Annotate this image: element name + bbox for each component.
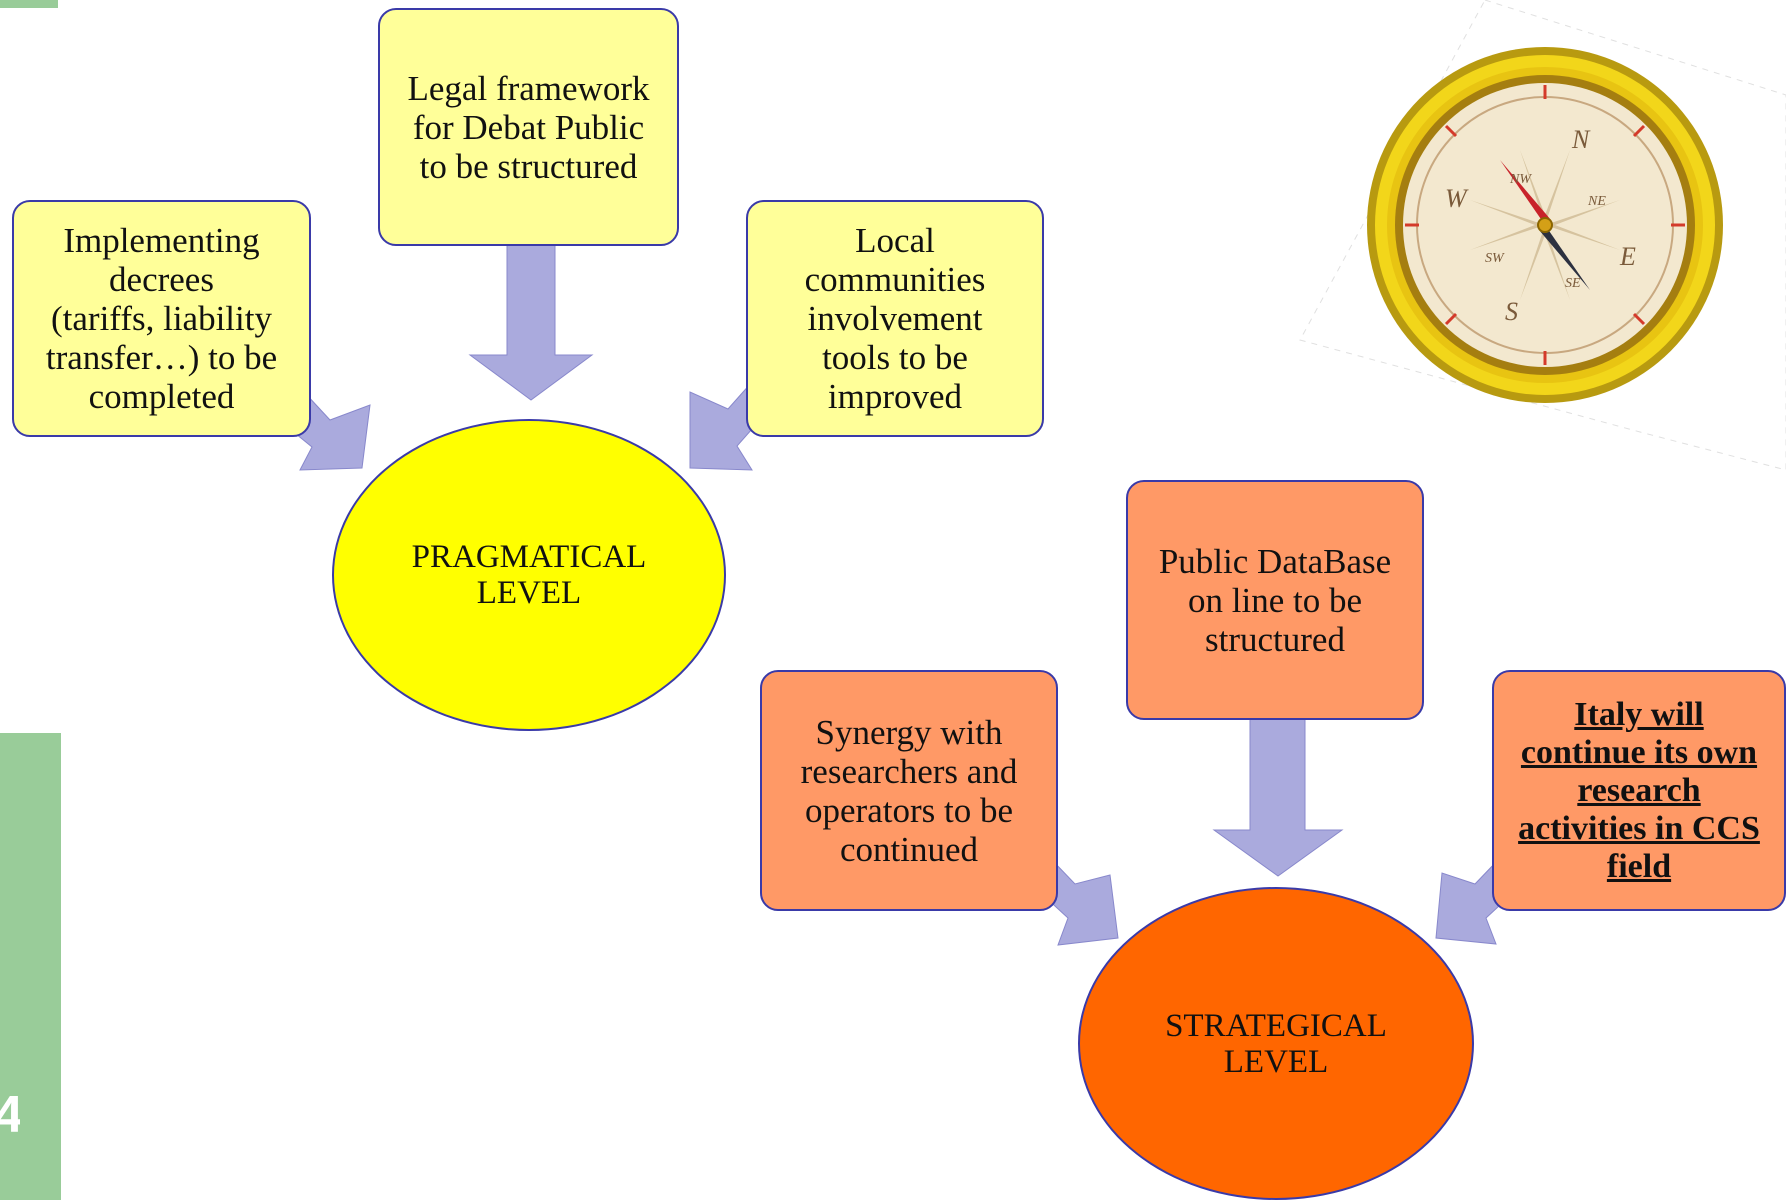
top-green-bar: [0, 0, 58, 8]
arrow-database-to-strategical: [1212, 717, 1344, 877]
box-legal-framework-label: Legal framework for Debat Public to be s…: [407, 68, 650, 186]
box-italy-research-label: Italy will continue its own research act…: [1518, 695, 1760, 885]
box-local-communities-label: Local communities involvement tools to b…: [804, 221, 986, 416]
strategical-level-ellipse: STRATEGICAL LEVEL: [1078, 887, 1474, 1200]
side-green-bar: [0, 733, 61, 1200]
box-synergy-label: Synergy with researchers and operators t…: [800, 712, 1018, 869]
slide-number: 4: [0, 1086, 20, 1144]
svg-text:NE: NE: [1587, 194, 1606, 209]
svg-text:S: S: [1505, 297, 1518, 326]
svg-text:W: W: [1445, 184, 1469, 213]
box-implementing-decrees: Implementing decrees (tariffs, liability…: [12, 200, 311, 437]
strategical-level-label: STRATEGICAL LEVEL: [1165, 1007, 1387, 1080]
compass-labels: N E S W NE NW SE SW: [1445, 125, 1636, 326]
pragmatical-level-label: PRAGMATICAL LEVEL: [411, 539, 647, 611]
svg-text:NW: NW: [1509, 172, 1532, 187]
svg-text:N: N: [1571, 125, 1591, 154]
box-italy-research: Italy will continue its own research act…: [1492, 670, 1786, 911]
box-public-database: Public DataBase on line to be structured: [1126, 480, 1424, 720]
box-synergy: Synergy with researchers and operators t…: [760, 670, 1058, 911]
svg-text:SE: SE: [1565, 276, 1581, 291]
pragmatical-level-ellipse: PRAGMATICAL LEVEL: [332, 419, 726, 731]
box-legal-framework: Legal framework for Debat Public to be s…: [378, 8, 679, 246]
svg-text:SW: SW: [1485, 251, 1505, 266]
arrow-legal-to-pragmatical: [468, 244, 594, 401]
box-implementing-decrees-label: Implementing decrees (tariffs, liability…: [45, 221, 278, 416]
compass-icon: [1299, 0, 1786, 471]
svg-text:E: E: [1619, 242, 1636, 271]
box-public-database-label: Public DataBase on line to be structured: [1158, 541, 1392, 659]
box-local-communities: Local communities involvement tools to b…: [746, 200, 1044, 437]
